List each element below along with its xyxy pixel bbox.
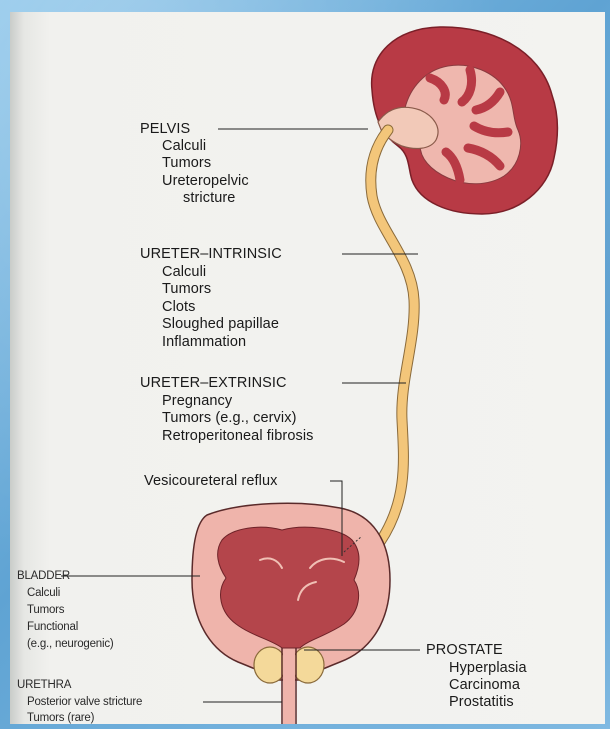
urethra-item: Posterior valve stricture xyxy=(27,695,142,709)
ureter-intrinsic-item: Calculi xyxy=(162,264,206,281)
urethra-fill xyxy=(283,650,295,724)
kidney-illustration xyxy=(372,27,558,214)
pelvis-item: stricture xyxy=(183,190,235,207)
pelvis-item: Tumors xyxy=(162,155,211,172)
urethra-item: Tumors (rare) xyxy=(27,711,94,725)
prostate-heading: PROSTATE xyxy=(426,642,503,659)
ureter-extrinsic-item: Tumors (e.g., cervix) xyxy=(162,410,297,427)
pelvis-item: Ureteropelvic xyxy=(162,173,249,190)
bladder-item: Calculi xyxy=(27,586,60,600)
bladder-item: Tumors xyxy=(27,603,64,617)
ureter xyxy=(358,130,414,560)
prostate-item: Prostatitis xyxy=(449,694,514,711)
prostate-right-lobe xyxy=(292,647,324,683)
ureter-intrinsic-item: Clots xyxy=(162,299,196,316)
urethra-heading: URETHRA xyxy=(17,678,71,692)
ureter-intrinsic-item: Sloughed papillae xyxy=(162,316,279,333)
pelvis-heading: PELVIS xyxy=(140,121,190,138)
bladder-heading: BLADDER xyxy=(17,569,70,583)
ureter-extrinsic-heading: URETER–EXTRINSIC xyxy=(140,375,287,392)
prostate-item: Hyperplasia xyxy=(449,660,527,677)
ureter-intrinsic-item: Tumors xyxy=(162,281,211,298)
bladder-item: (e.g., neurogenic) xyxy=(27,637,114,651)
ureter-intrinsic-heading: URETER–INTRINSIC xyxy=(140,246,282,263)
bladder-item: Functional xyxy=(27,620,78,634)
bladder-illustration xyxy=(192,503,390,724)
ureter-intrinsic-item: Inflammation xyxy=(162,334,246,351)
ureter-extrinsic-item: Retroperitoneal fibrosis xyxy=(162,428,314,445)
vesicoureteral-reflux-label: Vesicoureteral reflux xyxy=(144,473,277,490)
ureter-extrinsic-item: Pregnancy xyxy=(162,393,232,410)
prostate-item: Carcinoma xyxy=(449,677,520,694)
pelvis-item: Calculi xyxy=(162,138,206,155)
prostate-left-lobe xyxy=(254,647,286,683)
